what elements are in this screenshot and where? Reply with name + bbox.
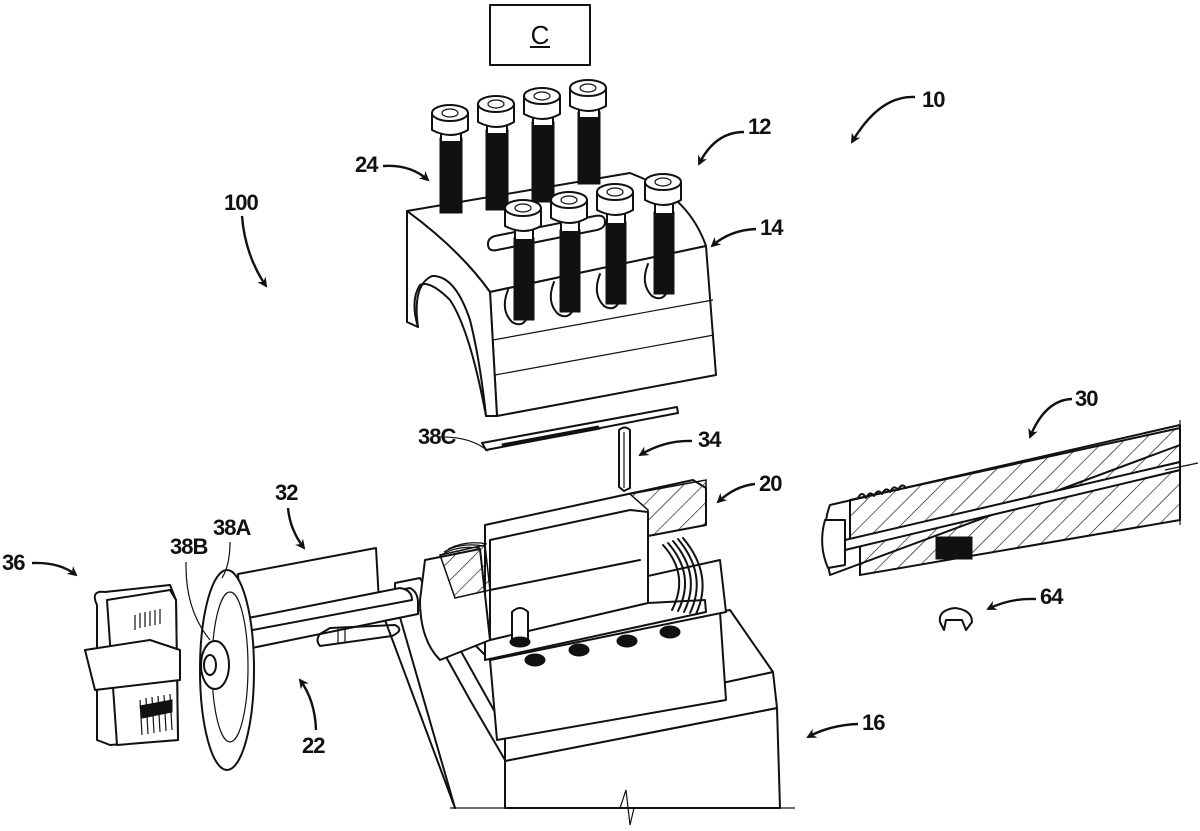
ref-label-12: 12 <box>748 114 771 139</box>
ref-label-38c: 38C <box>418 424 456 449</box>
ref-label-22: 22 <box>302 733 325 758</box>
bolt <box>431 104 469 214</box>
insert <box>938 607 973 631</box>
ref-label-38a: 38A <box>213 515 251 540</box>
ref-label-32: 32 <box>275 480 298 505</box>
ref-label-38b: 38B <box>170 534 207 559</box>
ref-label-100: 100 <box>224 190 258 215</box>
bolt <box>569 79 607 185</box>
ref-label-24: 24 <box>355 152 379 177</box>
bolt <box>595 183 634 310</box>
barrel <box>821 420 1199 577</box>
view-label-text: C <box>531 20 550 50</box>
ref-label-14: 14 <box>760 215 784 240</box>
reference-labels: 10 12 14 100 24 38C 34 20 30 64 32 38A 3… <box>2 87 1099 758</box>
bolt <box>477 95 515 211</box>
receiver <box>419 479 727 741</box>
ref-label-36: 36 <box>2 550 25 575</box>
bolts-front-row <box>503 173 682 326</box>
bolt <box>643 173 682 300</box>
ref-label-34: 34 <box>698 427 722 452</box>
ref-label-16: 16 <box>862 710 885 735</box>
bolt <box>549 191 588 318</box>
ref-label-10: 10 <box>922 87 945 112</box>
pin <box>618 426 631 492</box>
view-label-box: C <box>489 4 591 66</box>
bolts-back-row <box>431 79 607 214</box>
cartridge-holder <box>237 587 419 651</box>
ref-label-30: 30 <box>1075 386 1098 411</box>
ref-label-64: 64 <box>1040 584 1064 609</box>
ref-label-20: 20 <box>759 471 782 496</box>
seal-strip <box>481 406 679 451</box>
end-cap <box>84 584 181 746</box>
seal-disk <box>199 569 255 771</box>
bolt <box>523 87 561 203</box>
bolt <box>503 199 542 326</box>
